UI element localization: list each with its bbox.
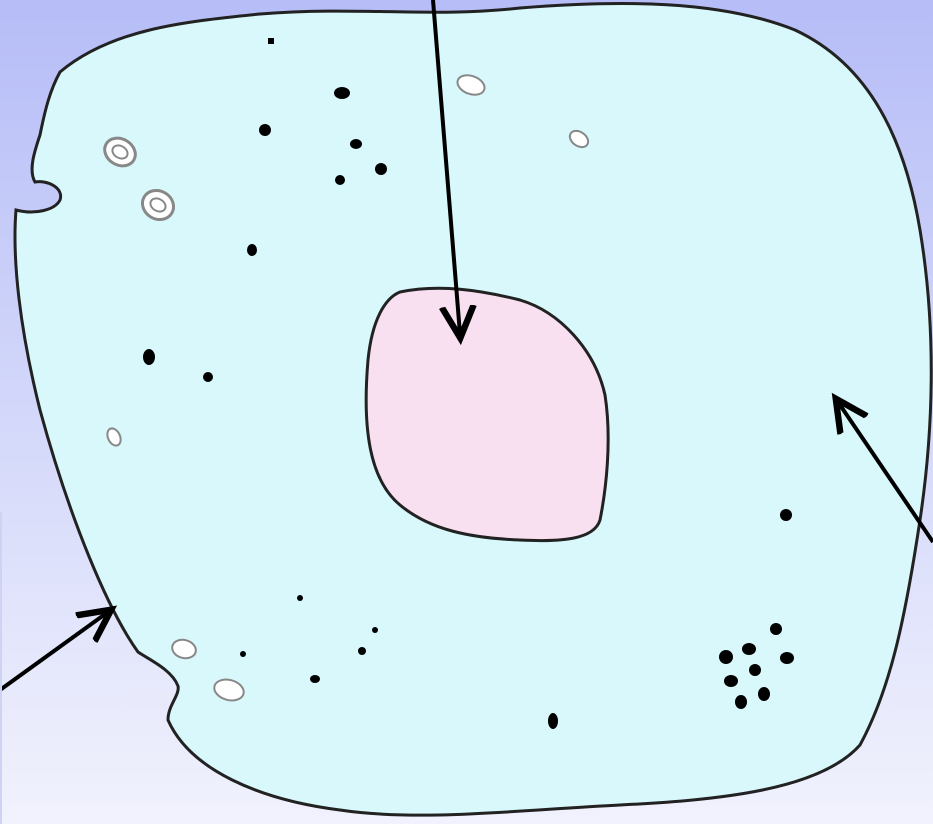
- granule: [268, 38, 274, 44]
- granule: [203, 372, 213, 382]
- granule: [780, 509, 792, 521]
- granule: [297, 595, 303, 601]
- granule: [719, 650, 733, 664]
- granule: [749, 664, 761, 676]
- granule: [724, 675, 738, 687]
- granule: [735, 695, 747, 709]
- granule: [372, 627, 378, 633]
- granule: [259, 124, 271, 136]
- granule: [310, 675, 320, 683]
- granule: [758, 687, 770, 701]
- granule: [335, 175, 345, 185]
- granule: [143, 349, 155, 365]
- membrane-pointer-arrow: [0, 612, 108, 690]
- granule: [334, 87, 350, 99]
- granule: [780, 652, 794, 664]
- granule: [742, 643, 756, 655]
- granule: [247, 244, 257, 256]
- granule: [350, 139, 362, 149]
- granule: [358, 647, 366, 655]
- granule: [770, 623, 782, 635]
- granule: [240, 651, 246, 657]
- granule: [375, 163, 387, 175]
- granule: [548, 713, 558, 729]
